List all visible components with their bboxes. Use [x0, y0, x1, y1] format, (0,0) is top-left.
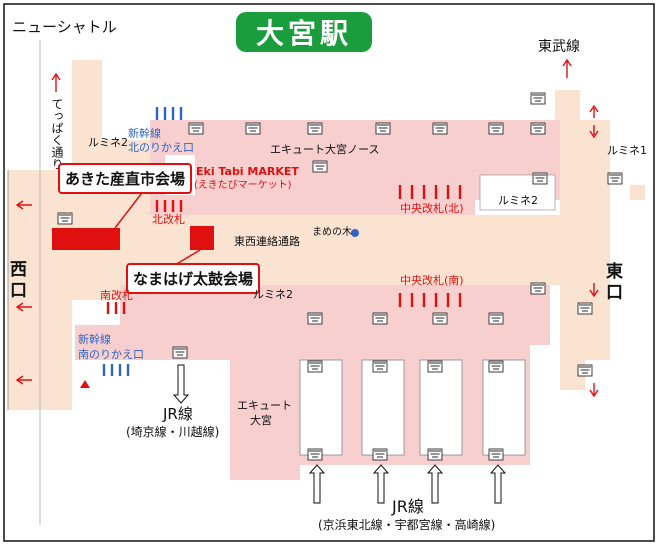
stairs-icon: [307, 122, 323, 135]
lumine2-nw-label: ルミネ2: [88, 136, 128, 149]
new-shuttle-label: ニューシャトル: [12, 18, 117, 36]
jr-arrows: [172, 364, 507, 504]
stairs-icon: [488, 122, 504, 135]
akita-venue-callout: あきた産直市会場: [58, 163, 193, 194]
stairs-icon: [372, 448, 388, 461]
stairs-icon: [245, 122, 261, 135]
stair-icons: [57, 92, 623, 461]
south-gate-label: 南改札: [100, 289, 133, 302]
stairs-icon: [577, 364, 593, 377]
stairs-icon: [432, 312, 448, 325]
shinkansen-south-line: 新幹線: [78, 333, 111, 346]
stairs-icon: [432, 122, 448, 135]
south-gate-marks: [106, 302, 126, 314]
shinkansen-north-line: 新幹線: [128, 127, 161, 140]
jr-bottom-name: JR線: [392, 497, 424, 516]
stairs-icon: [532, 172, 548, 185]
shinkansen-south-transfer: 南のりかえ口: [78, 348, 144, 361]
east-west-passage-label: 東西連絡通路: [234, 235, 300, 248]
mame-no-ki-label: まめの木: [312, 227, 352, 238]
lumine2-right-label: ルミネ2: [498, 194, 538, 207]
teppaku-street-label: てっぱく通り: [50, 98, 64, 170]
ekitabi-market-label: Eki Tabi MARKET: [196, 165, 299, 178]
exit-arrows: [15, 58, 599, 398]
stairs-icon: [488, 360, 504, 373]
platform-block: [299, 359, 343, 456]
stairs-icon: [427, 360, 443, 373]
stairs-icon: [188, 122, 204, 135]
platform-block: [419, 359, 463, 456]
ecute-omiya-label-line1: エキュート: [237, 399, 292, 412]
shinkansen-north-marks: [155, 107, 183, 120]
stairs-icon: [312, 160, 328, 173]
namahage-venue-callout: なまはげ太鼓会場: [126, 263, 261, 294]
stairs-icon: [427, 448, 443, 461]
platform-block: [361, 359, 405, 456]
north-gate-label: 北改札: [152, 213, 185, 226]
west-exit-label: 西口: [10, 260, 27, 302]
tobu-line-label: 東武線: [538, 39, 580, 55]
lumine1-label: ルミネ1: [607, 144, 647, 157]
north-mall-area: [150, 120, 560, 215]
mame-no-ki-dot-icon: [351, 229, 359, 237]
stairs-icon: [488, 448, 504, 461]
lumine2-center-label: ルミネ2: [253, 288, 293, 301]
stairs-icon: [530, 92, 546, 105]
stairs-icon: [372, 312, 388, 325]
station-title: 大宮駅: [236, 12, 372, 52]
jr-left-lines: (埼京線・川越線): [126, 425, 220, 439]
stairs-icon: [307, 312, 323, 325]
ecute-omiya-label-line2: 大宮: [250, 414, 272, 427]
stairs-icon: [530, 122, 546, 135]
jr-left-name: JR線: [163, 405, 193, 423]
shinkansen-south-marks: [102, 364, 130, 376]
shinkansen-north-transfer: 北のりかえ口: [128, 141, 194, 154]
stairs-icon: [172, 346, 188, 359]
ecute-north-label: エキュート大宮ノース: [270, 143, 380, 156]
stairs-icon: [57, 212, 73, 225]
stairs-icon: [307, 360, 323, 373]
ekitabi-market-reading: (えきたびマーケット): [194, 180, 292, 191]
namahage-venue-block: [190, 226, 214, 250]
stairs-icon: [530, 282, 546, 295]
stairs-icon: [488, 312, 504, 325]
east-concourse-area: [555, 90, 645, 390]
north-gate-marks: [155, 200, 183, 212]
jr-bottom-lines: (京浜東北線・宇都宮線・高崎線): [318, 518, 496, 532]
akita-venue-block: [52, 228, 120, 250]
stairs-icon: [577, 302, 593, 315]
central-south-gate-label: 中央改札(南): [400, 274, 464, 287]
triangle-marker-icon: [80, 380, 90, 388]
east-exit-label: 東口: [606, 262, 623, 304]
central-north-gate-marks: [398, 185, 462, 199]
stairs-icon: [375, 122, 391, 135]
stairs-icon: [607, 172, 623, 185]
stairs-icon: [307, 448, 323, 461]
platform-block: [482, 359, 526, 456]
central-north-gate-label: 中央改札(北): [400, 202, 464, 215]
central-south-gate-marks: [398, 293, 462, 307]
stairs-icon: [372, 360, 388, 373]
